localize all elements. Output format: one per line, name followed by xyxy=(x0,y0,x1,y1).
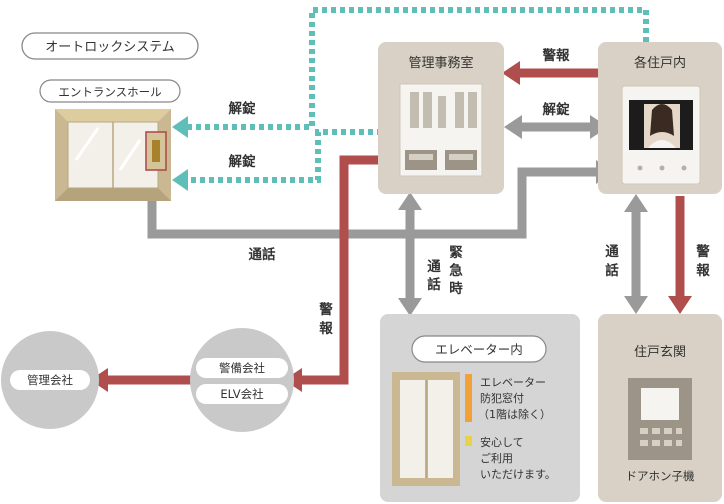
unit-door-label: 住戸玄関 xyxy=(634,345,686,360)
management-company-node: 管理会社 xyxy=(1,331,99,429)
alarm-path-unit-door xyxy=(668,196,692,314)
label-emergency-1: 緊 xyxy=(449,245,463,261)
control-panel-icon xyxy=(399,83,483,177)
legend-orange-line-3: （1階は除く） xyxy=(478,407,551,421)
label-call-bottom: 通話 xyxy=(249,246,276,263)
door-phone-handset-icon xyxy=(628,378,692,460)
call-arrowhead-unit-top xyxy=(624,194,648,212)
label-call-door-1: 通 xyxy=(605,244,619,260)
security-company-label: 警備会社 xyxy=(219,361,265,375)
unlock-arrowhead-entrance-lower xyxy=(172,169,188,191)
unit-door-node: 住戸玄関 ドアホン子機 xyxy=(598,314,722,502)
label-call-door-2: 話 xyxy=(605,262,619,279)
alarm-path-security-mgmtco xyxy=(90,368,196,392)
call-arrowhead-door xyxy=(624,296,648,314)
management-office-label: 管理事務室 xyxy=(408,55,473,71)
legend-yellow-line-2: ご利用 xyxy=(480,451,513,465)
label-alarm-security-2: 報 xyxy=(319,320,333,337)
elevator-label: エレベーター内 xyxy=(435,342,523,357)
label-alarm-security-1: 警 xyxy=(319,301,333,318)
security-company-node: 警備会社 ELV会社 xyxy=(190,328,294,432)
system-title-text: オートロックシステム xyxy=(45,40,175,55)
label-unlock-lower: 解錠 xyxy=(229,153,256,170)
management-company-label: 管理会社 xyxy=(27,373,73,387)
legend-yellow-square xyxy=(465,436,472,446)
unit-door-caption: ドアホン子機 xyxy=(626,469,695,483)
each-unit-node: 各住戸内 xyxy=(598,42,722,194)
unlock-path-office-entrance xyxy=(172,129,382,191)
alarm-arrowhead-office xyxy=(502,61,520,85)
unlock-path-office-unit xyxy=(504,115,608,139)
entrance-label: エントランスホール xyxy=(58,85,161,99)
alarm-path-unit-office xyxy=(502,61,604,85)
call-path-office-elevator xyxy=(398,192,422,316)
call-path-unit-door xyxy=(624,194,648,314)
elevator-node: エレベーター内 エレベーター 防犯窓付 （1階は除く） 安心して ご利用 いただ… xyxy=(380,314,580,502)
call-path-entrance-unit xyxy=(140,160,614,239)
label-alarm-unit-office: 警報 xyxy=(543,47,571,64)
legend-yellow-line-3: いただけます。 xyxy=(480,468,556,481)
elevator-door-icon xyxy=(392,372,460,486)
legend-orange-line-1: エレベーター xyxy=(480,376,546,389)
unlock-arrowhead-entrance-upper xyxy=(172,116,188,138)
indoor-monitor-icon xyxy=(621,85,701,185)
each-unit-label: 各住戸内 xyxy=(634,55,686,71)
elevator-company-label: ELV会社 xyxy=(220,387,264,401)
entrance-door-icon xyxy=(55,109,171,201)
call-arrowhead-office xyxy=(398,192,422,210)
label-emergency-2: 急 xyxy=(449,262,463,279)
label-alarm-door-2: 報 xyxy=(696,262,710,279)
unlock-arrowhead-office xyxy=(504,115,522,139)
call-arrowhead-elevator xyxy=(398,298,422,316)
entrance-node: エントランスホール xyxy=(39,79,181,201)
window-legend-orange-bar xyxy=(465,374,472,422)
system-title: オートロックシステム xyxy=(21,32,199,60)
legend-yellow-line-1: 安心して xyxy=(480,435,524,449)
label-unlock-office-unit: 解錠 xyxy=(543,101,571,118)
label-emergency-call-1: 通 xyxy=(427,259,441,275)
label-alarm-door-1: 警 xyxy=(696,243,710,260)
management-office-node: 管理事務室 xyxy=(378,42,504,194)
label-unlock-upper: 解錠 xyxy=(229,100,256,117)
alarm-arrowhead-door xyxy=(668,296,692,314)
unlock-path-unit-entrance xyxy=(172,7,649,138)
label-emergency-call-2: 話 xyxy=(427,276,441,293)
label-emergency-3: 時 xyxy=(449,280,463,297)
legend-orange-line-2: 防犯窓付 xyxy=(480,391,524,405)
